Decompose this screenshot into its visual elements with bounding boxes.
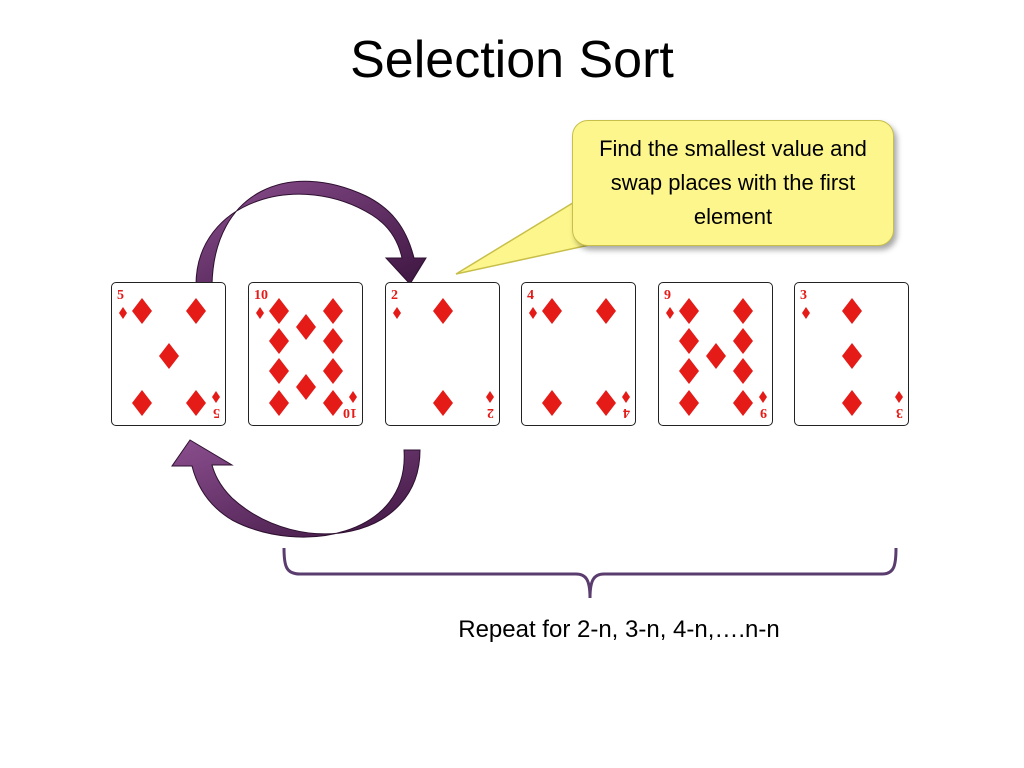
diamond-icon <box>119 307 127 319</box>
diamond-icon <box>842 298 862 324</box>
diamond-icon <box>759 391 767 403</box>
diamond-icon <box>433 390 453 416</box>
callout-box: Find the smallest value and swap places … <box>572 120 894 246</box>
diamond-icon <box>622 391 630 403</box>
diamond-icon <box>212 391 220 403</box>
card-rank: 2 <box>391 288 398 303</box>
diamond-icon <box>323 390 343 416</box>
card-rank: 5 <box>117 288 124 303</box>
diamond-icon <box>679 298 699 324</box>
diamond-icon <box>679 358 699 384</box>
diamond-icon <box>706 343 726 369</box>
card-rank: 10 <box>254 288 268 303</box>
diamond-icon <box>323 358 343 384</box>
diamond-icon <box>269 390 289 416</box>
diamond-icon <box>269 328 289 354</box>
diamond-icon <box>842 343 862 369</box>
diamond-icon <box>296 374 316 400</box>
card-pips <box>119 298 220 416</box>
slide-title: Selection Sort <box>350 31 674 89</box>
card-pips <box>256 298 357 416</box>
diamond-icon <box>542 298 562 324</box>
diamond-icon <box>529 307 537 319</box>
callout-text: Find the smallest value and swap places … <box>599 136 867 229</box>
card-pips <box>802 298 903 416</box>
diamond-icon <box>349 391 357 403</box>
diamond-icon <box>733 298 753 324</box>
diamond-icon <box>596 390 616 416</box>
diamond-icon <box>895 391 903 403</box>
diamond-icon <box>256 307 264 319</box>
diamond-icon <box>596 298 616 324</box>
bottom-arrow <box>171 439 421 538</box>
repeat-caption: Repeat for 2-n, 3-n, 4-n,….n-n <box>458 616 780 643</box>
diamond-icon <box>323 298 343 324</box>
diamond-icon <box>269 298 289 324</box>
diamond-icon <box>269 358 289 384</box>
card-pips <box>393 298 494 416</box>
card-pips <box>666 298 767 416</box>
diamond-icon <box>186 390 206 416</box>
diamond-icon <box>542 390 562 416</box>
diamond-icon <box>132 390 152 416</box>
card-rank: 4 <box>527 288 534 303</box>
card-rank: 9 <box>664 288 671 303</box>
top-arrow <box>195 180 427 286</box>
diamond-icon <box>733 390 753 416</box>
diamond-icon <box>296 314 316 340</box>
card-pips <box>529 298 630 416</box>
diamond-icon <box>159 343 179 369</box>
diamond-icon <box>733 358 753 384</box>
diamond-icon <box>802 307 810 319</box>
diamond-icon <box>666 307 674 319</box>
diamond-icon <box>393 307 401 319</box>
diamond-icon <box>679 390 699 416</box>
diamond-icon <box>132 298 152 324</box>
diamond-icon <box>842 390 862 416</box>
card-rank: 3 <box>800 288 807 303</box>
diamond-icon <box>679 328 699 354</box>
diamond-icon <box>486 391 494 403</box>
diamond-icon <box>733 328 753 354</box>
diamond-icon <box>323 328 343 354</box>
diamond-icon <box>186 298 206 324</box>
diamond-icon <box>433 298 453 324</box>
